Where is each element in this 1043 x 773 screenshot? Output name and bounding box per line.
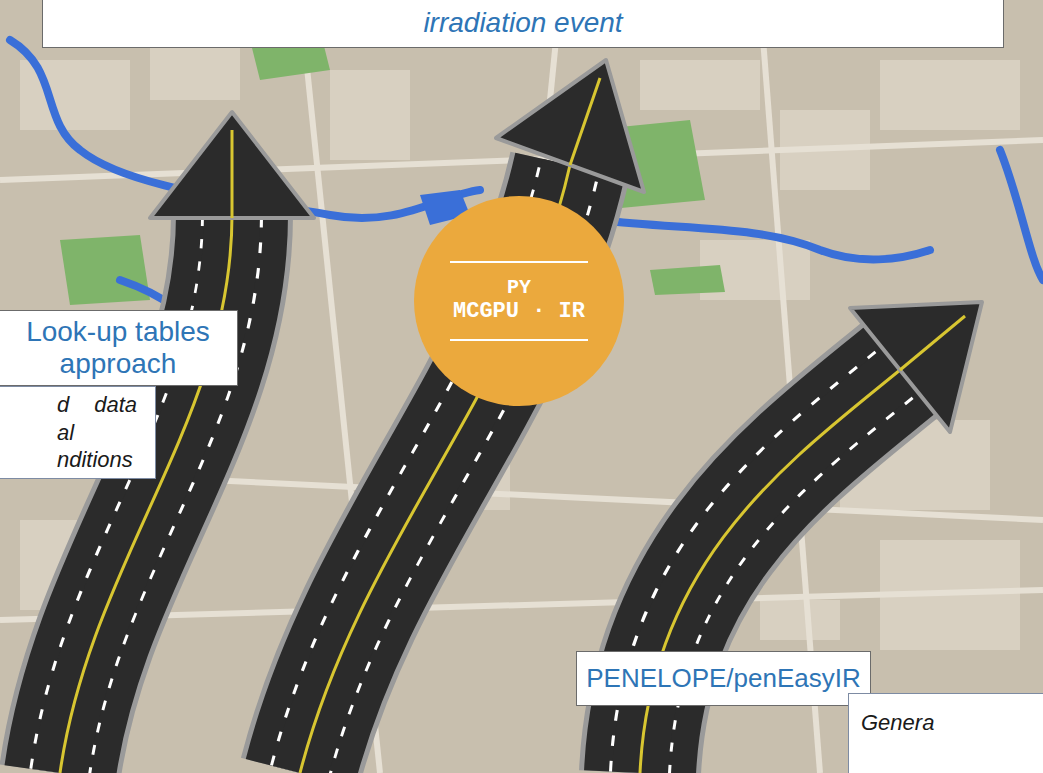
logo-circle: PYMCGPU · IR <box>414 196 624 406</box>
logo-text: MCGPU · IR <box>453 299 585 325</box>
box-text: Genera <box>861 710 934 735</box>
box-text: Look-up tables approach <box>0 316 237 380</box>
box-text: d data al nditions <box>57 391 137 474</box>
heading-box: irradiation event <box>42 0 1004 48</box>
box-text: PENELOPE/penEasyIR <box>586 664 861 694</box>
logo-text: PY <box>507 277 531 299</box>
method-box: PENELOPE/penEasyIR <box>576 651 871 706</box>
box-text: irradiation event <box>423 7 622 39</box>
note-box: d data al nditions <box>0 386 156 479</box>
method-box: Look-up tables approach <box>0 310 238 386</box>
note-box: Genera <box>848 693 1043 773</box>
